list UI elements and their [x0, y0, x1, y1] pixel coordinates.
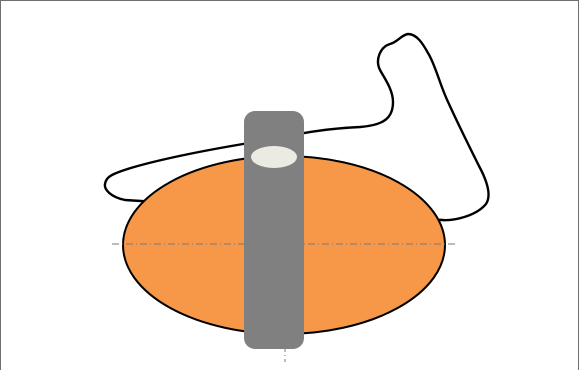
top-oval	[251, 146, 297, 168]
vertical-bar	[244, 111, 304, 349]
irregular-outline	[103, 32, 490, 222]
